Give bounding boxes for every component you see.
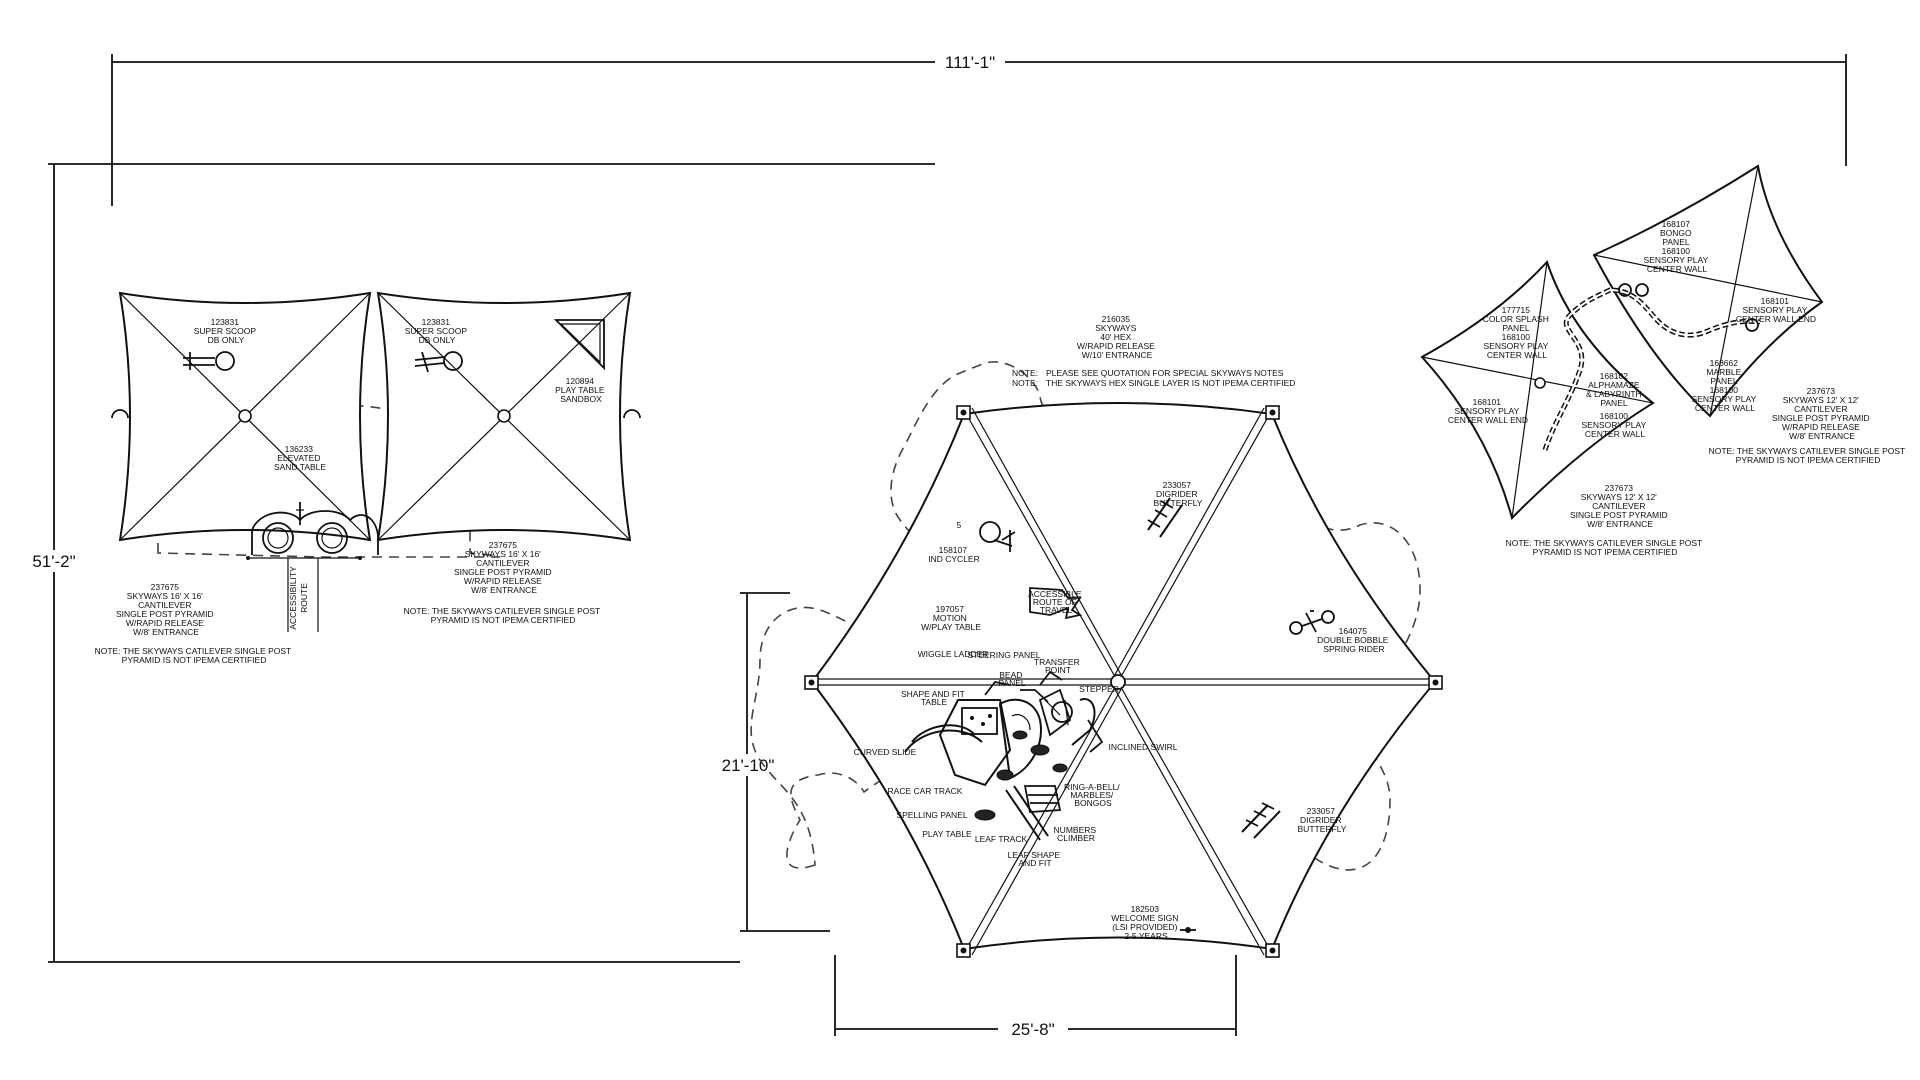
right-canopy-note: NOTE: THE SKYWAYS CATILEVER SINGLE POST … bbox=[404, 606, 603, 625]
stepper-label: STEPPER bbox=[1079, 684, 1119, 694]
scoop-2-label: 123831 SUPER SCOOP DB ONLY bbox=[405, 317, 470, 345]
ring-a-bell-label: RING-A-BELL/ MARBLES/ BONGOS bbox=[1064, 782, 1122, 808]
leaf-track-label: LEAF TRACK bbox=[975, 834, 1028, 844]
anchor-left bbox=[111, 409, 129, 419]
bead-panel-label: BEAD PANEL bbox=[998, 670, 1026, 688]
right-canopy-structure: 168107 BONGO PANEL 168100 SENSORY PLAY C… bbox=[1420, 164, 1908, 557]
canopy-1-post bbox=[238, 409, 252, 423]
sensory-wall-chain-icon bbox=[1542, 283, 1761, 451]
hex-corner-posts bbox=[804, 405, 1443, 958]
right-struct-canopy-1-label: 237673 SKYWAYS 12' X 12' CANTILEVER SING… bbox=[1570, 483, 1670, 529]
sand-table-label: 136233 ELEVATED SAND TABLE bbox=[274, 444, 326, 472]
hex-width-text: 25'-8" bbox=[1011, 1020, 1054, 1039]
svg-text:ROUTE: ROUTE bbox=[299, 583, 309, 613]
right-struct-canopy-2-note: NOTE: THE SKYWAYS CATILEVER SINGLE POST … bbox=[1709, 446, 1908, 465]
double-bobble-label: 164075 DOUBLE BOBBLE SPRING RIDER bbox=[1317, 626, 1391, 654]
play-structure-deck-icon bbox=[904, 670, 1104, 841]
race-car-track-label: RACE CAR TRACK bbox=[888, 786, 963, 796]
accessible-route-label: ACCESSIBLE ROUTE OF TRAVEL bbox=[1028, 589, 1084, 615]
spelling-panel-label: SPELLING PANEL bbox=[896, 810, 967, 820]
left-canopy-structure: ACCESSIBILITY ROUTE 123831 SUPER SCOOP D… bbox=[95, 291, 641, 665]
motion-table-label: 197057 MOTION W/PLAY TABLE bbox=[921, 604, 981, 632]
hex-depth-text: 21'-10" bbox=[722, 756, 775, 775]
numbers-climber-label: NUMBERS CLIMBER bbox=[1054, 825, 1099, 843]
scoop-1-label: 123831 SUPER SCOOP DB ONLY bbox=[194, 317, 259, 345]
color-splash-label: 177715 COLOR SPLASH PANEL 168100 SENSORY… bbox=[1483, 305, 1552, 360]
bongo-panel-label: 168107 BONGO PANEL 168100 SENSORY PLAY C… bbox=[1644, 219, 1711, 274]
ind-cycler-icon bbox=[979, 521, 1016, 552]
wall-end-left-label: 168101 SENSORY PLAY CENTER WALL END bbox=[1448, 397, 1528, 425]
overall-depth-text: 51'-2" bbox=[32, 552, 75, 571]
canopy-2-post bbox=[497, 409, 511, 423]
hex-note-1: NOTE: PLEASE SEE QUOTATION FOR SPECIAL S… bbox=[1012, 368, 1284, 378]
digrider-bottom-label: 233057 DIGRIDER BUTTERFLY bbox=[1298, 806, 1347, 834]
left-canopy-label: 237675 SKYWAYS 16' X 16' CANTILEVER SING… bbox=[116, 582, 216, 637]
digrider-top-label: 233057 DIGRIDER BUTTERFLY bbox=[1154, 480, 1203, 508]
accessibility-route-marker: ACCESSIBILITY ROUTE bbox=[246, 556, 362, 632]
super-scoop-1-icon bbox=[183, 351, 235, 371]
ind-cycler-label: 5 158107 IND CYCLER bbox=[928, 520, 979, 564]
inclined-swirl-label: INCLINED SWIRL bbox=[1109, 742, 1178, 752]
hex-canopy-structure: 216035 SKYWAYS 40' HEX W/RAPID RELEASE W… bbox=[750, 314, 1443, 958]
overall-depth-dimension: 51'-2" bbox=[22, 163, 935, 963]
hex-canopy-outline bbox=[810, 402, 1437, 951]
hex-note-2: NOTE: THE SKYWAYS HEX SINGLE LAYER IS NO… bbox=[1012, 378, 1295, 388]
welcome-sign-icon bbox=[1180, 927, 1196, 933]
transfer-point-label: TRANSFER POINT bbox=[1034, 657, 1082, 675]
right-struct-canopy-1-note: NOTE: THE SKYWAYS CATILEVER SINGLE POST … bbox=[1506, 538, 1705, 557]
accessible-route-arrow-icon bbox=[1029, 587, 1083, 620]
play-table-label: PLAY TABLE bbox=[922, 829, 972, 839]
right-canopy-label: 237675 SKYWAYS 16' X 16' CANTILEVER SING… bbox=[454, 540, 554, 595]
digrider-bottom-icon bbox=[1241, 802, 1281, 839]
accessibility-route-line-2: ROUTE bbox=[299, 583, 309, 613]
curved-slide-label: CURVED SLIDE bbox=[854, 747, 917, 757]
welcome-sign-label: 182503 WELCOME SIGN (LSI PROVIDED) 2-5 Y… bbox=[1111, 904, 1180, 941]
hex-title: 216035 SKYWAYS 40' HEX W/RAPID RELEASE W… bbox=[1077, 314, 1157, 360]
wiggle-ladder-label: WIGGLE LADDER bbox=[918, 649, 989, 659]
hex-depth-dimension: 21'-10" bbox=[712, 592, 830, 932]
super-scoop-2-icon bbox=[414, 351, 463, 373]
wall-end-right-label: 168101 SENSORY PLAY CENTER WALL END bbox=[1736, 296, 1816, 324]
overall-width-text: 111'-1" bbox=[945, 53, 995, 72]
digrider-top-icon bbox=[1147, 497, 1183, 538]
left-canopy-note: NOTE: THE SKYWAYS CATILEVER SINGLE POST … bbox=[95, 646, 294, 665]
steering-panel-label: STEERING PANEL bbox=[967, 650, 1040, 660]
play-table-sandbox-icon bbox=[553, 319, 605, 371]
hex-width-dimension: 25'-8" bbox=[834, 955, 1237, 1040]
shape-fit-table-label: SHAPE AND FIT TABLE bbox=[901, 689, 967, 707]
leaf-shape-fit-label: LEAF SHAPE AND FIT bbox=[1008, 850, 1063, 868]
elevated-sand-table-icon bbox=[251, 502, 379, 555]
accessibility-route-line-1: ACCESSIBILITY bbox=[288, 566, 298, 630]
svg-text:ACCESSIBILITY: ACCESSIBILITY bbox=[288, 566, 298, 630]
marble-panel-label: 168662 MARBLE PANEL 168100 SENSORY PLAY … bbox=[1692, 358, 1759, 413]
alphamaze-label: 168102 ALPHAMAZE & LABYRINTH PANEL 16810… bbox=[1582, 371, 1649, 439]
overall-width-dimension: 111'-1" bbox=[111, 52, 1847, 206]
sandbox-label: 120894 PLAY TABLE SANDBOX bbox=[555, 376, 607, 404]
hex-spokes bbox=[812, 407, 1435, 956]
right-struct-canopy-2-label: 237673 SKYWAYS 12' X 12' CANTILEVER SING… bbox=[1772, 386, 1872, 441]
anchor-right bbox=[623, 409, 641, 419]
hex-center-post bbox=[1110, 674, 1126, 690]
double-bobble-icon bbox=[1289, 610, 1335, 635]
